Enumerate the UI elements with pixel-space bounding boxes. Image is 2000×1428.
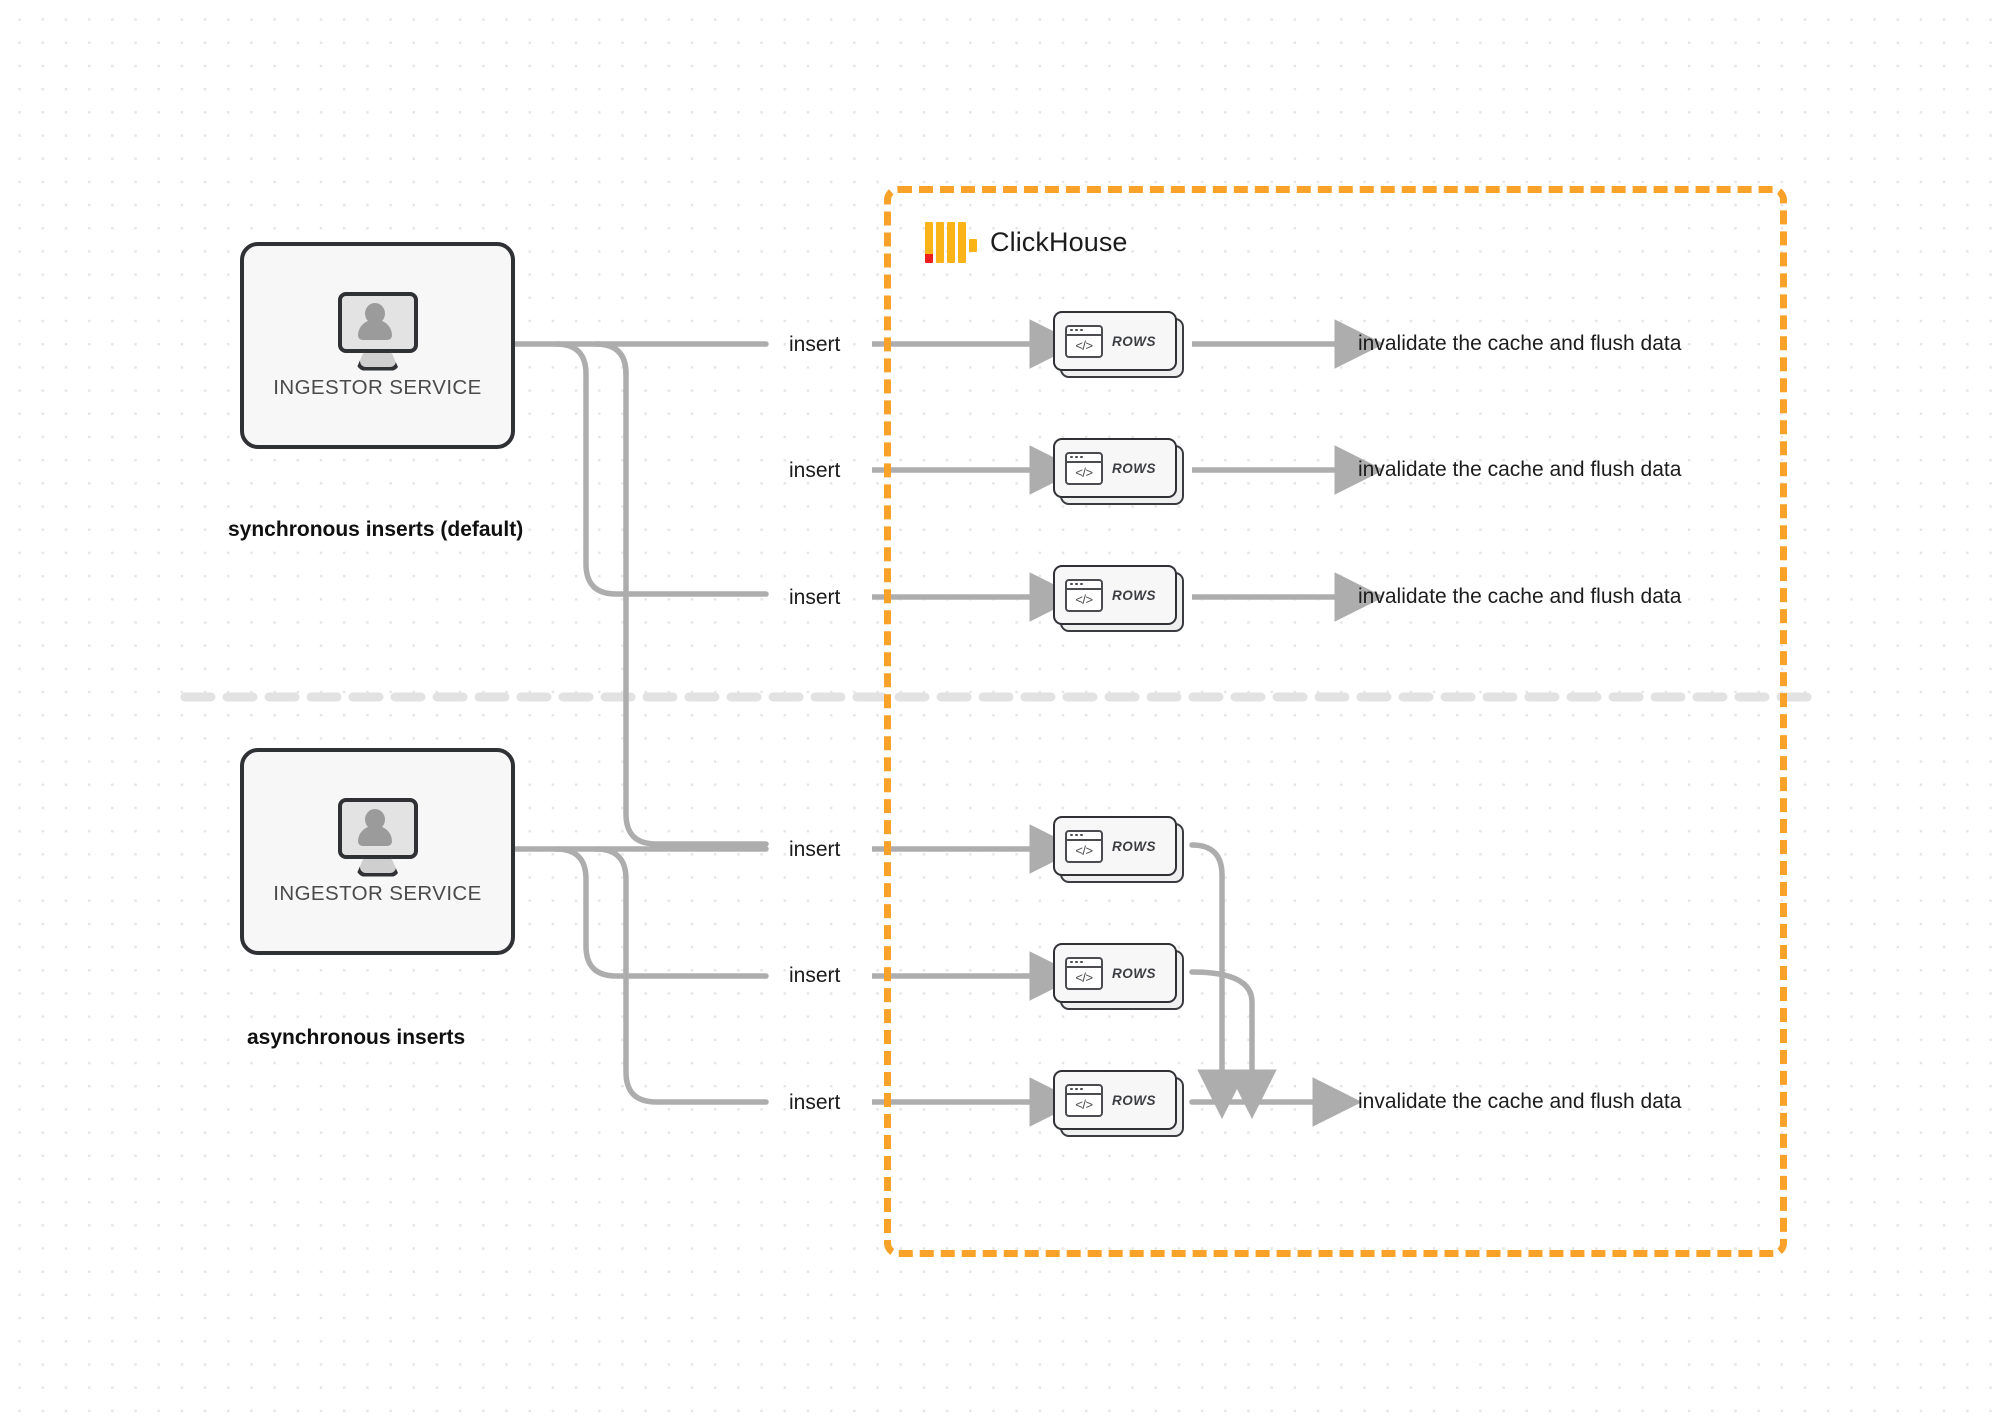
code-window-icon: </>: [1065, 324, 1103, 358]
async-rows-card-label-2: ROWS: [1112, 965, 1156, 981]
sync-rows-card-label-1: ROWS: [1112, 333, 1156, 349]
sync-rows-card-label-2: ROWS: [1112, 460, 1156, 476]
clickhouse-brand: ClickHouse: [925, 222, 1128, 263]
code-window-icon: </>: [1065, 1083, 1103, 1117]
async-rows-card-2[interactable]: </> ROWS: [1053, 943, 1184, 1010]
code-window-icon: </>: [1065, 451, 1103, 485]
code-glyph: </>: [1075, 465, 1093, 480]
monitor-user-icon: [334, 291, 422, 372]
sync-rows-card-label-3: ROWS: [1112, 587, 1156, 603]
async-rows-card-label-3: ROWS: [1112, 1092, 1156, 1108]
clickhouse-boundary: [884, 186, 1787, 1257]
code-glyph: </>: [1075, 338, 1093, 353]
code-glyph: </>: [1075, 843, 1093, 858]
clickhouse-logo-icon: [925, 222, 977, 263]
async-insert-label-2: insert: [789, 964, 841, 987]
code-window-icon: </>: [1065, 829, 1103, 863]
monitor-user-icon: [334, 797, 422, 878]
code-glyph: </>: [1075, 970, 1093, 985]
sync-insert-label-3: insert: [789, 586, 841, 609]
code-window-icon: </>: [1065, 956, 1103, 990]
sync-ingestor-service-label: INGESTOR SERVICE: [273, 375, 482, 399]
async-insert-label-1: insert: [789, 838, 841, 861]
sync-rows-card-1[interactable]: </> ROWS: [1053, 311, 1184, 378]
sync-result-label-3: invalidate the cache and flush data: [1358, 585, 1682, 608]
async-rows-card-label-1: ROWS: [1112, 838, 1156, 854]
async-rows-card-1[interactable]: </> ROWS: [1053, 816, 1184, 883]
async-fanout-wires: [513, 846, 769, 1105]
code-window-icon: </>: [1065, 578, 1103, 612]
async-ingestor-service-label: INGESTOR SERVICE: [273, 881, 482, 905]
sync-rows-card-2[interactable]: </> ROWS: [1053, 438, 1184, 505]
sync-section-caption: synchronous inserts (default): [228, 518, 524, 541]
sync-ingestor-service-node[interactable]: INGESTOR SERVICE: [240, 242, 515, 449]
sync-result-label-1: invalidate the cache and flush data: [1358, 332, 1682, 355]
clickhouse-name: ClickHouse: [990, 227, 1128, 257]
sync-fanout-wires: [513, 341, 769, 847]
sync-rows-card-3[interactable]: </> ROWS: [1053, 565, 1184, 632]
async-insert-label-3: insert: [789, 1091, 841, 1114]
code-glyph: </>: [1075, 592, 1093, 607]
code-glyph: </>: [1075, 1097, 1093, 1112]
async-rows-card-3[interactable]: </> ROWS: [1053, 1070, 1184, 1137]
async-merged-result-label: invalidate the cache and flush data: [1358, 1090, 1682, 1113]
async-section-caption: asynchronous inserts: [247, 1026, 466, 1049]
sync-result-label-2: invalidate the cache and flush data: [1358, 458, 1682, 481]
async-ingestor-service-node[interactable]: INGESTOR SERVICE: [240, 748, 515, 955]
sync-insert-label-1: insert: [789, 333, 841, 356]
sync-insert-label-2: insert: [789, 459, 841, 482]
